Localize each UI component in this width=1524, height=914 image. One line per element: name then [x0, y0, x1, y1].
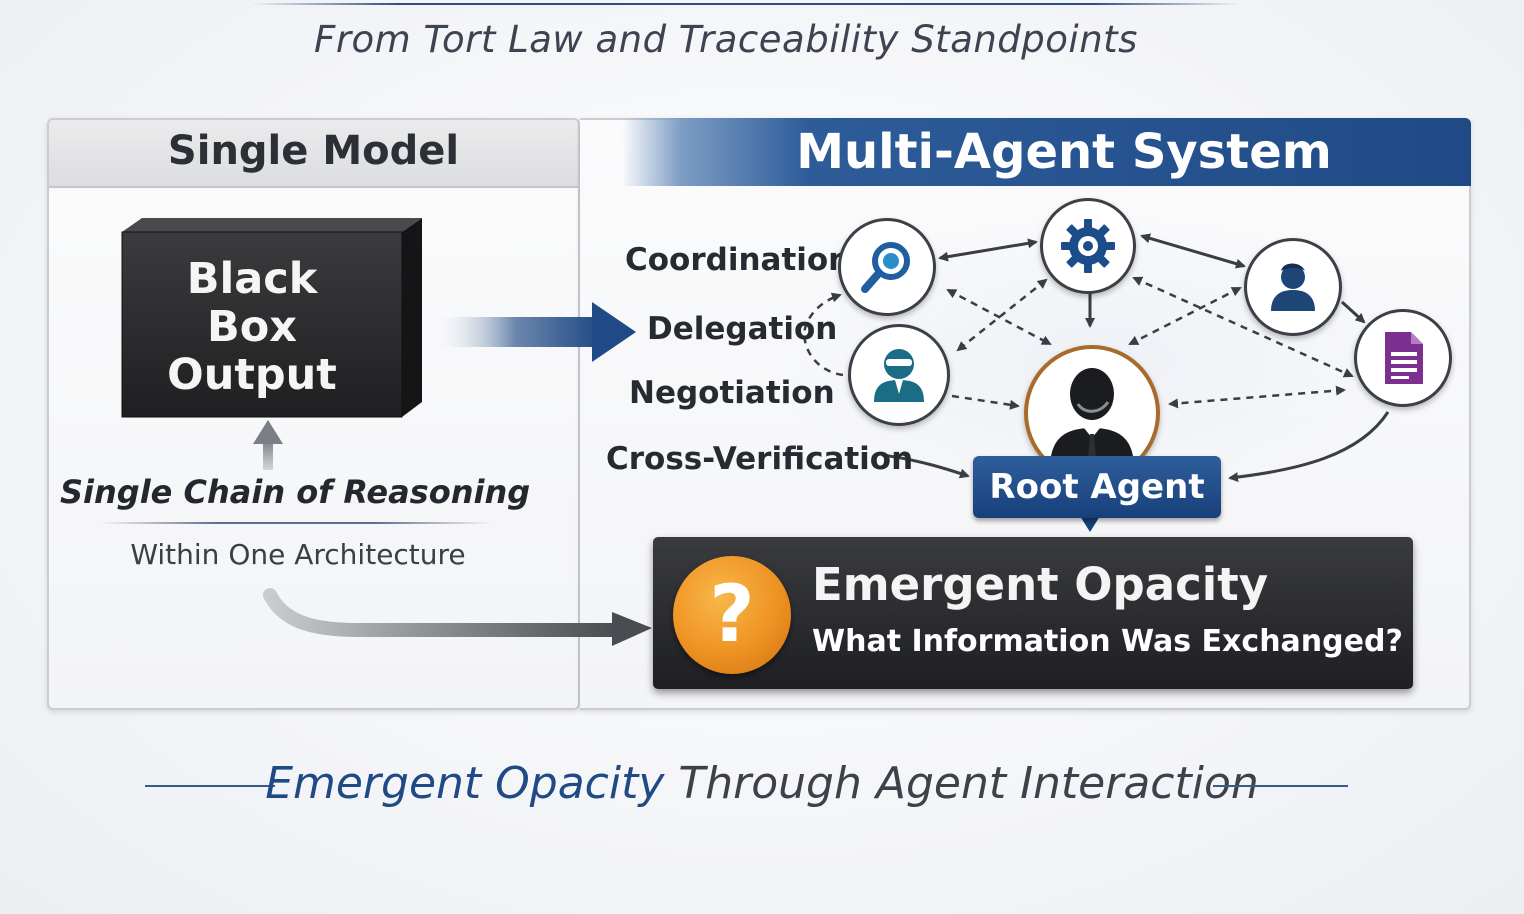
single-model-title: Single Model [167, 128, 460, 174]
subtitle: From Tort Law and Traceability Standpoin… [314, 18, 1138, 61]
single-model-header [49, 120, 578, 188]
magnifier-agent [838, 218, 936, 316]
root-agent-icon [1050, 368, 1134, 468]
gear-icon [1061, 219, 1115, 273]
top-divider [250, 3, 1240, 5]
emergent-opacity-title: Emergent Opacity [812, 558, 1269, 611]
person-icon [1271, 263, 1315, 311]
bottom-title: Emergent Opacity Through Agent Interacti… [0, 758, 1524, 809]
bottom-title-accent: Emergent Opacity [265, 758, 665, 809]
transition-arrow-icon [430, 302, 636, 362]
black-box-icon [121, 218, 422, 418]
bottom-rule-right [1213, 785, 1348, 787]
single-chain-label: Single Chain of Reasoning [60, 473, 531, 511]
process-coordination: Coordination [625, 242, 851, 278]
emergent-opacity-question: What Information Was Exchanged? [812, 624, 1403, 659]
black-box-line: Output [167, 350, 337, 400]
process-cross-verification: Cross-Verification [606, 441, 914, 477]
curved-arrow-icon [263, 588, 652, 646]
masked-agent [848, 324, 950, 426]
process-delegation: Delegation [647, 311, 838, 347]
black-box-line: Black [186, 254, 318, 304]
person-agent [1244, 238, 1342, 336]
multi-agent-title: Multi-Agent System [796, 124, 1332, 180]
gear-agent [1040, 198, 1136, 294]
masked-agent-icon [874, 349, 924, 402]
bottom-title-rest: Through Agent Interaction [664, 758, 1259, 809]
black-box-line: Box [206, 302, 298, 352]
document-agent [1354, 309, 1452, 407]
architecture-label: Within One Architecture [130, 538, 466, 571]
question-mark-icon: ? [673, 556, 791, 674]
process-negotiation: Negotiation [629, 375, 835, 411]
root-agent-label: Root Agent [973, 456, 1221, 518]
magnifier-icon [861, 242, 910, 293]
up-arrow-icon [253, 420, 283, 470]
multi-agent-header [622, 118, 1471, 186]
document-icon [1385, 332, 1423, 384]
chain-divider [100, 522, 492, 524]
black-box-label: Black Box Output [122, 255, 382, 399]
bottom-rule-left [145, 785, 275, 787]
